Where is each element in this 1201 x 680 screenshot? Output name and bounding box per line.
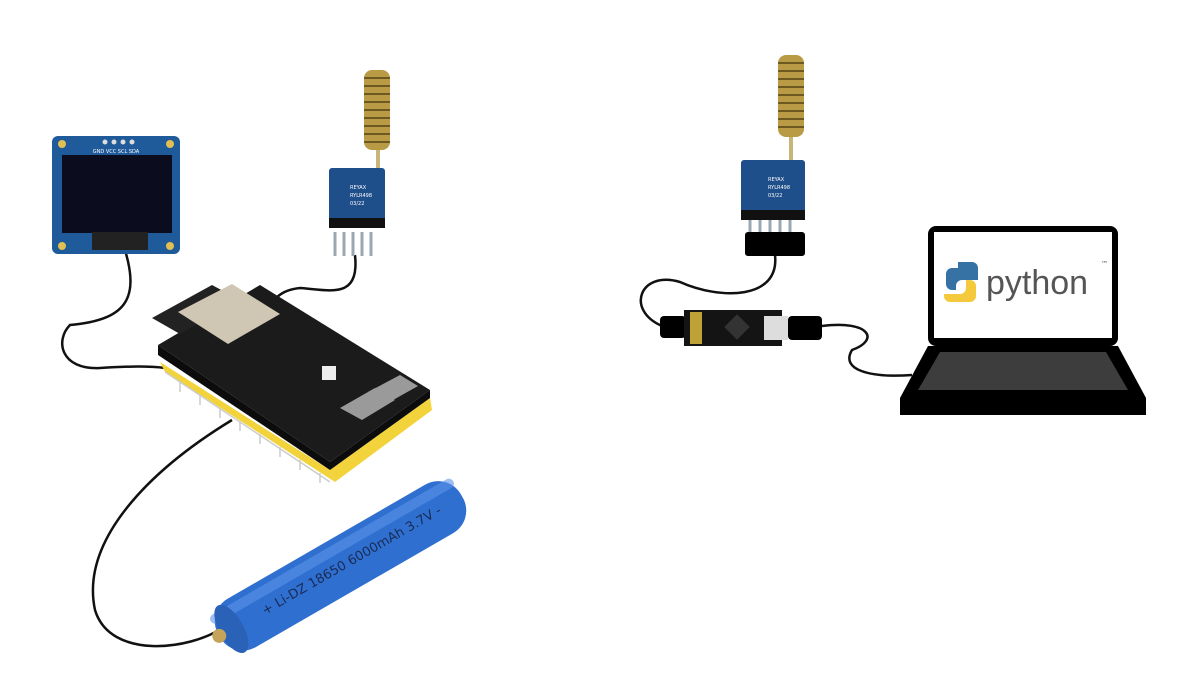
- battery-label: + Li-DZ 18650 6000mAh 3.7V -: [260, 503, 445, 618]
- trademark-symbol: ™: [1101, 260, 1108, 268]
- wire-lora-usb: [639, 254, 777, 328]
- python-wordmark: python: [986, 264, 1088, 302]
- lora-module-right: REYAX RYLR498 03/22: [741, 55, 805, 256]
- python-logo-icon: [944, 262, 978, 302]
- lora-right-brand: REYAX: [768, 177, 785, 183]
- lora-left-brand: REYAX: [350, 185, 367, 191]
- oled-display: GND VCC SCL SDA: [52, 136, 180, 254]
- wire-esp32-battery: [91, 418, 233, 648]
- lora-left-date: 03/22: [350, 201, 364, 207]
- antenna-spring-icon: [364, 70, 390, 150]
- oled-pin-labels: GND VCC SCL SDA: [93, 149, 140, 155]
- lora-right-model: RYLR498: [768, 185, 790, 191]
- wire-usb-laptop: [821, 323, 913, 377]
- esp32-board: [152, 284, 432, 483]
- lora-right-date: 03/22: [768, 193, 782, 199]
- lora-left-model: RYLR498: [350, 193, 372, 199]
- usb-uart-adapter: [660, 310, 822, 346]
- battery-18650: + Li-DZ 18650 6000mAh 3.7V -: [210, 478, 467, 654]
- pin-connector: [745, 232, 805, 256]
- lora-module-left: REYAX RYLR498 03/22: [329, 70, 390, 256]
- antenna-spring-icon: [778, 55, 804, 137]
- wires: [61, 249, 913, 648]
- wire-oled-esp32: [61, 249, 166, 370]
- laptop: python ™: [900, 226, 1146, 415]
